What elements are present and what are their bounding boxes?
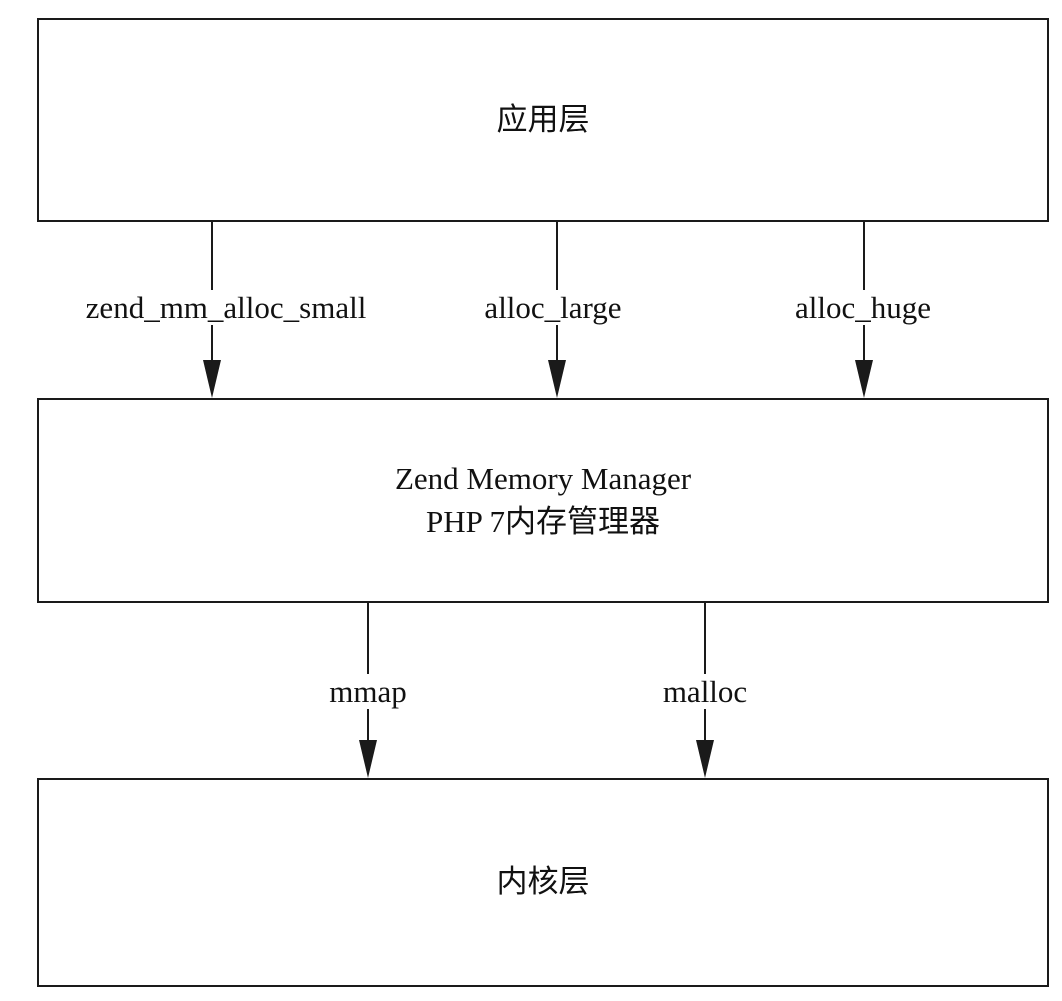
call-label-alloc-huge: alloc_huge [790, 290, 936, 325]
memory-manager-box: Zend Memory Manager PHP 7内存管理器 [37, 398, 1049, 603]
kernel-layer-label: 内核层 [496, 864, 590, 900]
application-layer-box: 应用层 [37, 18, 1049, 222]
application-layer-label: 应用层 [496, 101, 590, 137]
kernel-layer-box: 内核层 [37, 778, 1049, 987]
arrow-mmap-head [359, 740, 377, 778]
call-label-malloc: malloc [658, 674, 752, 709]
arrow-large-head [548, 360, 566, 398]
arrow-malloc-head [696, 740, 714, 778]
call-label-alloc-large: alloc_large [480, 290, 626, 325]
memory-manager-subtitle: PHP 7内存管理器 [426, 503, 660, 539]
memory-manager-title: Zend Memory Manager [394, 460, 692, 496]
call-label-zend-mm-alloc-small: zend_mm_alloc_small [81, 290, 371, 325]
arrow-huge-head [855, 360, 873, 398]
arrow-small-head [203, 360, 221, 398]
call-label-mmap: mmap [325, 674, 411, 709]
